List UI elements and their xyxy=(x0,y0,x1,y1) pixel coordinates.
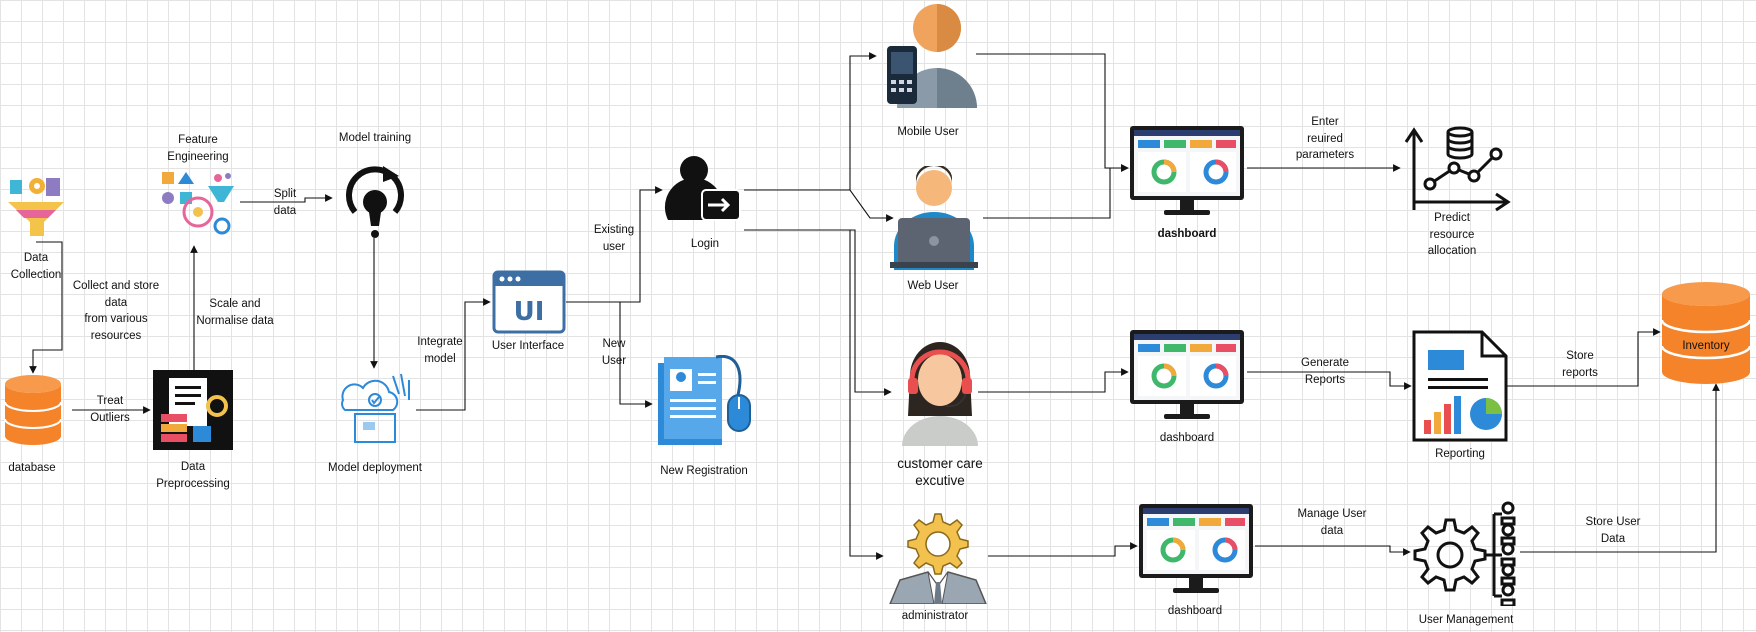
inventory-database-icon xyxy=(1660,282,1752,384)
edge-dashboard2-reporting xyxy=(1247,371,1412,390)
reporting-label: Reporting xyxy=(1435,448,1485,460)
split-data-label: Split data xyxy=(273,188,297,217)
edge-customer-dashboard2 xyxy=(978,368,1129,393)
funnel-icon xyxy=(8,178,64,236)
dashboard-3-label: dashboard xyxy=(1167,605,1223,617)
scale-normalise-label: Scale and Normalise data xyxy=(196,298,274,327)
ui-window-icon: UI xyxy=(492,270,566,334)
data-preprocessing-icon xyxy=(153,370,233,450)
edge-admin-dashboard3 xyxy=(988,542,1138,557)
data-preprocessing-label: Data Preprocessing xyxy=(156,461,230,490)
database-icon xyxy=(4,375,62,445)
model-deployment-icon xyxy=(341,373,410,443)
inventory-label: Inventory xyxy=(1682,340,1730,352)
web-user-label: Web User xyxy=(907,280,959,292)
mobile-user-label: Mobile User xyxy=(897,126,959,138)
login-label: Login xyxy=(690,238,720,250)
edge-feature-training xyxy=(240,194,333,203)
customer-care-label: customer care excutive xyxy=(897,456,983,488)
store-user-data-label: Store User Data xyxy=(1585,516,1641,545)
edge-login-mobile xyxy=(744,52,877,191)
edge-dashboard3-usermgmt xyxy=(1255,545,1411,556)
model-deployment-label: Model deployment xyxy=(328,462,422,474)
generate-reports-label: Generate Reports xyxy=(1301,357,1349,386)
edge-mobile-dashboard1 xyxy=(976,53,1129,172)
dashboard-2-label: dashboard xyxy=(1159,432,1215,444)
mobile-user-icon xyxy=(887,4,977,108)
feature-engineering-label: Feature Engineering xyxy=(167,134,229,163)
login-icon xyxy=(664,156,741,221)
edge-login-customer xyxy=(744,229,892,396)
new-registration-icon xyxy=(658,355,751,445)
predict-label: Predict resource allocation xyxy=(1427,212,1477,258)
edge-login-web xyxy=(744,189,894,222)
new-user-label: New User xyxy=(601,338,627,367)
collect-store-label: Collect and store data from various reso… xyxy=(72,280,160,343)
edge-collection-database xyxy=(29,241,63,374)
integrate-model-label: Integrate model xyxy=(417,336,463,365)
edge-reporting-inventory xyxy=(1506,328,1661,387)
administrator-icon xyxy=(889,513,987,604)
model-training-icon xyxy=(346,166,404,238)
dashboard-monitor-icon xyxy=(1130,126,1244,215)
web-user-icon xyxy=(890,166,978,270)
edge-login-admin xyxy=(744,229,884,560)
edge-usermgmt-inventory xyxy=(1520,383,1720,553)
model-training-label: Model training xyxy=(338,132,412,144)
edge-web-dashboard1 xyxy=(983,164,1129,219)
manage-user-data-label: Manage User data xyxy=(1297,508,1367,537)
predict-chart-icon xyxy=(1404,126,1511,212)
reporting-icon xyxy=(1412,330,1508,442)
administrator-label: administrator xyxy=(901,610,969,622)
svg-text:UI: UI xyxy=(514,297,545,327)
user-interface-label: User Interface xyxy=(491,340,565,352)
user-management-label: User Management xyxy=(1418,614,1514,626)
edge-ui-login xyxy=(566,186,663,303)
customer-care-icon xyxy=(902,342,978,446)
dashboard-1-label: dashboard xyxy=(1157,228,1217,240)
store-reports-label: Store reports xyxy=(1562,350,1598,379)
dashboard-monitor-icon xyxy=(1130,330,1244,419)
enter-params-label: Enter reuired parameters xyxy=(1295,116,1355,162)
database-label: database xyxy=(8,462,56,474)
dashboard-monitor-icon xyxy=(1139,504,1253,593)
data-collection-label: Data Collection xyxy=(10,252,62,281)
user-management-icon xyxy=(1413,501,1516,606)
existing-user-label: Existing user xyxy=(593,224,635,253)
edge-ui-registration xyxy=(619,302,653,408)
treat-outliers-label: Treat Outliers xyxy=(90,395,130,424)
new-registration-label: New Registration xyxy=(660,465,748,477)
feature-engineering-icon xyxy=(162,172,234,235)
edge-deployment-ui xyxy=(416,298,491,411)
